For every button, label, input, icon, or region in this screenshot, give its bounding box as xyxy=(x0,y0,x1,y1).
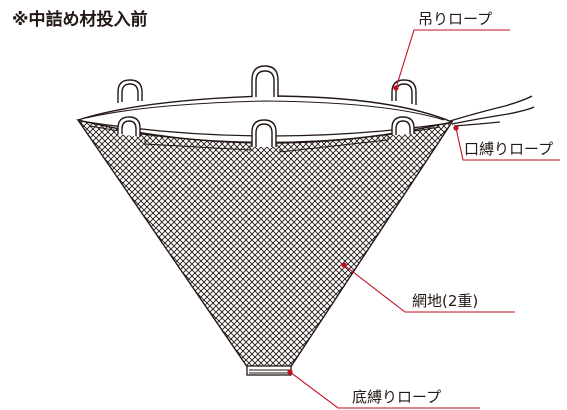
hanging-rope-label: 吊りロープ xyxy=(418,10,492,28)
mouth-tie-rope-leader xyxy=(455,127,560,161)
mouth-tie-rope-label: 口縛りロープ xyxy=(464,140,553,158)
hanging-rope-loops-front xyxy=(117,116,415,147)
diagram-title: ※中詰め材投入前 xyxy=(12,9,148,30)
mouth-tie-rope-leader-dot xyxy=(453,125,459,131)
net-fabric-leader-dot xyxy=(341,262,347,268)
hanging-rope-leader-dot xyxy=(393,85,399,91)
mouth-tie-rope-tails xyxy=(449,95,535,127)
bottom-tie-rope xyxy=(246,365,292,376)
net-fabric-label: 網地(2重) xyxy=(412,292,478,310)
bottom-tie-rope-leader xyxy=(289,371,480,409)
bottom-tie-rope-leader-dot xyxy=(287,369,293,375)
net-fabric-leader xyxy=(343,264,515,313)
callout-leaders xyxy=(289,29,560,409)
hanging-rope-loops-back xyxy=(117,65,417,105)
hanging-rope-leader xyxy=(395,29,510,89)
net-fabric-body xyxy=(76,118,454,369)
net-bag-illustration xyxy=(76,65,535,376)
bottom-tie-rope-label: 底縛りロープ xyxy=(352,388,441,406)
